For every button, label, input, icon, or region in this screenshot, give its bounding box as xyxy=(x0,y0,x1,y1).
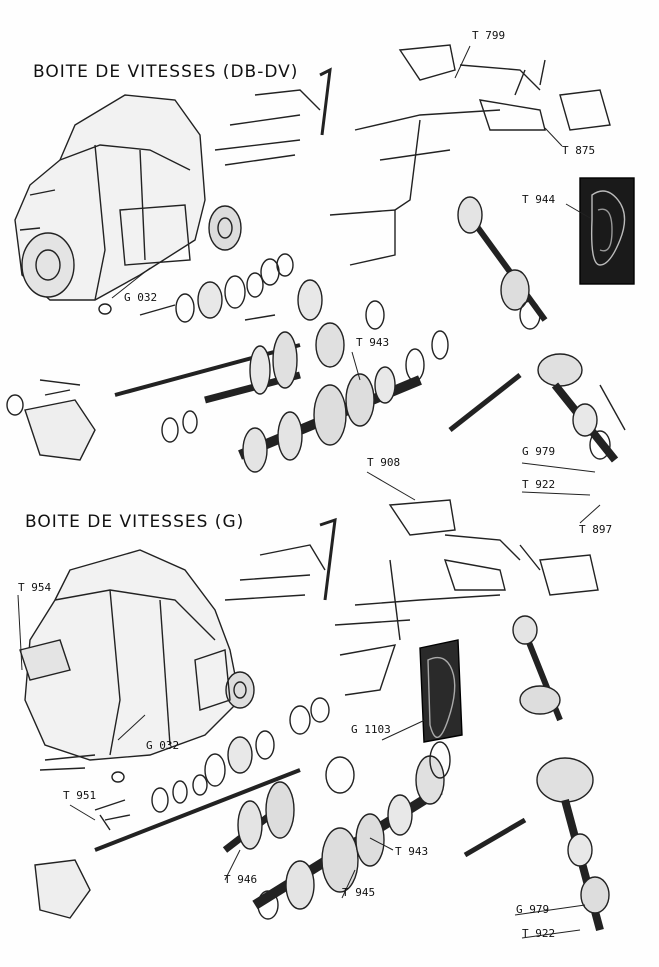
ref-label: T 945 xyxy=(342,886,376,899)
ref-label: T 944 xyxy=(522,193,556,206)
ref-label: T 897 xyxy=(579,523,613,536)
ref-label: T 943 xyxy=(395,845,429,858)
ref-label: T 908 xyxy=(367,456,401,469)
shift-linkage-top xyxy=(214,44,611,266)
leader-lines xyxy=(17,45,601,939)
ref-label: T 922 xyxy=(522,927,556,940)
gasket-set-top xyxy=(579,177,635,285)
ref-label: G 979 xyxy=(522,445,556,458)
ref-label: T 943 xyxy=(356,336,390,349)
ref-label: T 922 xyxy=(522,478,556,491)
ref-label: G 032 xyxy=(146,739,180,752)
drive-shaft-top xyxy=(448,196,626,463)
shift-linkage-bottom xyxy=(224,499,599,696)
ref-label: T 946 xyxy=(224,873,258,886)
ref-label: T 951 xyxy=(63,789,97,802)
small-parts-bottom xyxy=(34,754,125,919)
gearbox-housing-top xyxy=(14,94,242,301)
ref-label: T 799 xyxy=(472,29,506,42)
ref-label: G 1103 xyxy=(351,723,391,736)
small-parts-top xyxy=(6,303,112,461)
gear-train-bottom xyxy=(94,697,451,920)
section-title-db-dv: BOITE DE VITESSES (DB-DV) xyxy=(33,62,299,82)
section-title-g: BOITE DE VITESSES (G) xyxy=(25,512,245,532)
ref-label: G 032 xyxy=(124,291,158,304)
ref-label: T 875 xyxy=(562,144,596,157)
gear-train-top xyxy=(114,253,449,473)
gearbox-housing-bottom xyxy=(19,549,255,761)
drive-shaft-bottom xyxy=(463,615,610,932)
gasket-set-bottom xyxy=(419,639,463,743)
ref-label: T 954 xyxy=(18,581,52,594)
ref-label: G 979 xyxy=(516,903,550,916)
